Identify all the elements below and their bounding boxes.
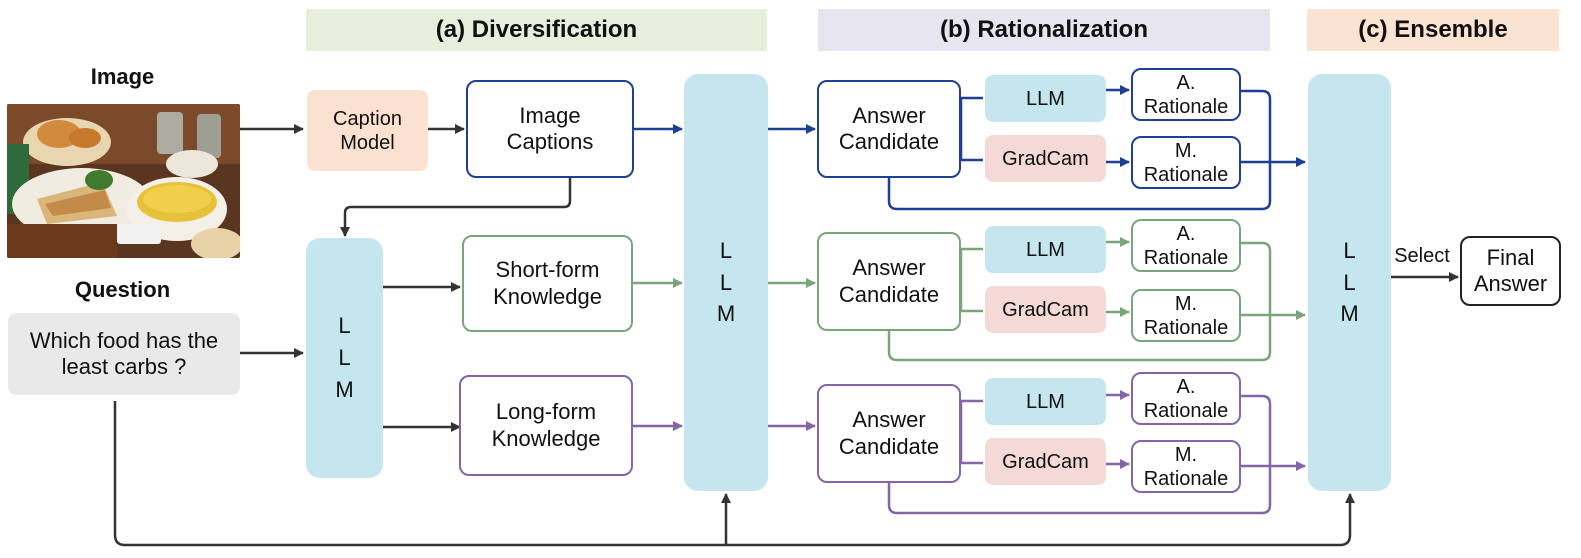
arrow-captions-to-llm bbox=[340, 178, 572, 237]
rationale-llm-2: LLM bbox=[985, 226, 1106, 273]
m-rationale-3: M. Rationale bbox=[1131, 440, 1241, 493]
ensemble-llm: L L M bbox=[1308, 74, 1391, 491]
a-rationale-3: A. Rationale bbox=[1131, 372, 1241, 425]
image-label: Image bbox=[90, 63, 155, 89]
final-answer: Final Answer bbox=[1460, 236, 1561, 306]
m-rationale-2: M. Rationale bbox=[1131, 289, 1241, 342]
answer-candidate-3: Answer Candidate bbox=[817, 384, 961, 483]
header-ensemble: (c) Ensemble bbox=[1307, 9, 1559, 51]
m-rationale-1: M. Rationale bbox=[1131, 136, 1241, 189]
image-captions: Image Captions bbox=[466, 80, 634, 178]
gradcam-2: GradCam bbox=[985, 286, 1106, 333]
rationale-llm-1: LLM bbox=[985, 75, 1106, 122]
short-form-knowledge: Short-form Knowledge bbox=[462, 235, 633, 332]
rationale-llm-3: LLM bbox=[985, 378, 1106, 425]
arrow-question-bypass bbox=[113, 401, 1355, 547]
long-form-knowledge: Long-form Knowledge bbox=[459, 375, 633, 476]
gradcam-3: GradCam bbox=[985, 438, 1106, 485]
answer-candidate-1: Answer Candidate bbox=[817, 80, 961, 178]
food-photo bbox=[7, 104, 240, 258]
answer-candidate-2: Answer Candidate bbox=[817, 232, 961, 331]
header-diversification: (a) Diversification bbox=[306, 9, 767, 51]
diversification-llm: L L M bbox=[306, 238, 383, 478]
a-rationale-2: A. Rationale bbox=[1131, 219, 1241, 272]
question-label: Question bbox=[74, 276, 171, 302]
gradcam-1: GradCam bbox=[985, 135, 1106, 182]
middle-llm: L L M bbox=[684, 74, 768, 491]
header-rationalization: (b) Rationalization bbox=[818, 9, 1270, 51]
question-text: Which food has the least carbs ? bbox=[8, 313, 240, 395]
select-label: Select bbox=[1394, 245, 1450, 267]
a-rationale-1: A. Rationale bbox=[1131, 68, 1241, 121]
caption-model: Caption Model bbox=[307, 90, 428, 171]
